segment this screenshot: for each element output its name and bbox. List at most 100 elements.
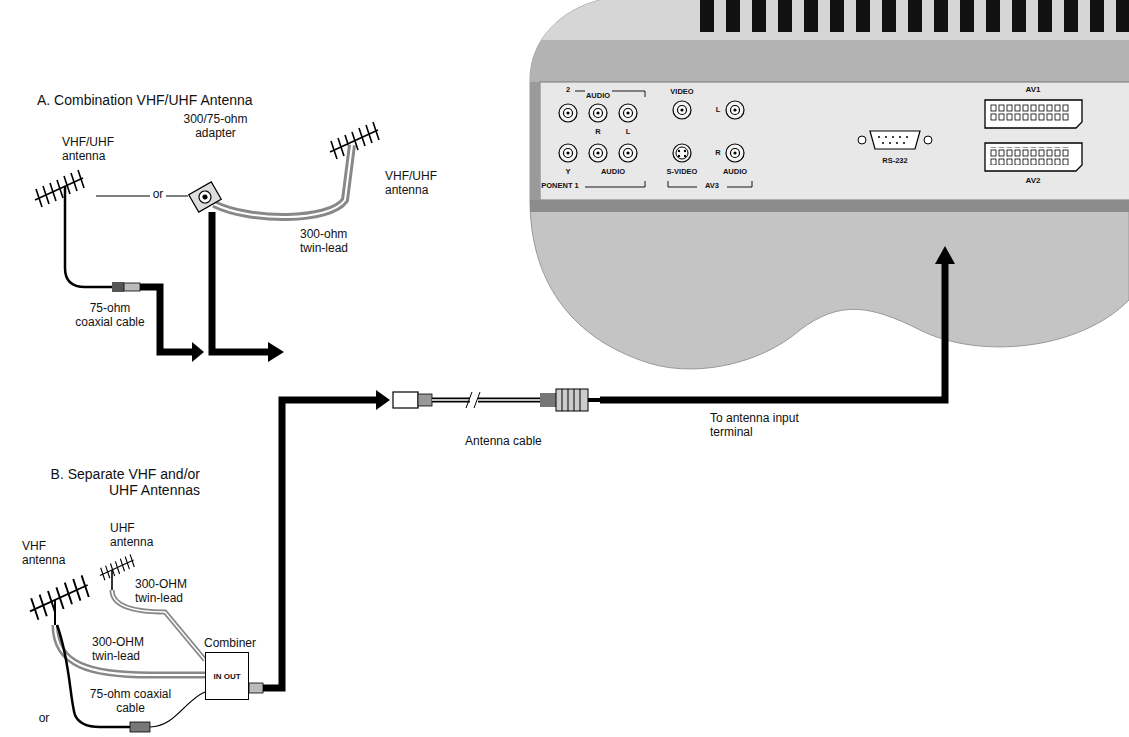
rca-jack — [589, 144, 607, 162]
flow-arrow — [140, 287, 194, 352]
antenna-cable — [393, 392, 418, 408]
port-label: RS-232 — [870, 157, 920, 166]
rs232-connector — [858, 131, 932, 149]
antenna-cable — [418, 394, 432, 406]
rca-jack — [559, 101, 744, 162]
vhf-antenna — [30, 575, 89, 625]
s-video-jack — [684, 155, 686, 157]
rs232-connector — [924, 136, 932, 144]
tv-rear-panel — [700, 0, 1129, 32]
rca-jack — [726, 144, 744, 162]
vhf-antenna — [54, 600, 56, 625]
antenna-cable — [540, 393, 556, 407]
adapter — [189, 182, 222, 212]
port-label: R — [712, 149, 724, 158]
note-label: To antenna input terminal — [710, 412, 830, 440]
s-video-jack — [676, 147, 688, 159]
coaxial-cable — [130, 722, 150, 732]
twin-lead — [214, 145, 352, 217]
s-video-jack — [684, 150, 686, 152]
s-video-jack — [678, 150, 680, 152]
antenna-cable — [393, 389, 600, 411]
flow-arrow — [263, 400, 378, 688]
twin-lead — [214, 145, 352, 217]
antenna-label: VHF antenna — [22, 540, 72, 568]
adapter — [189, 182, 222, 212]
rca-jack — [619, 104, 637, 122]
antenna-cable — [432, 398, 540, 403]
combiner-box: CombinerIN OUT — [205, 652, 249, 700]
antenna-cable — [432, 399, 540, 401]
port-label: AUDIO — [578, 92, 618, 101]
combiner-output — [249, 683, 263, 693]
flow-arrow — [212, 212, 270, 352]
port-label: AUDIO — [593, 168, 633, 177]
scart-connector — [985, 143, 1082, 171]
rca-jack — [589, 104, 607, 122]
flow-arrow — [600, 246, 955, 400]
port-label: S-VIDEO — [657, 168, 707, 177]
vhf-antenna — [30, 575, 89, 619]
cable-label: 75-ohm coaxial cable — [88, 688, 173, 716]
rs232-connector — [858, 136, 866, 144]
cable-label: Antenna cable — [465, 435, 565, 449]
port-label: PONENT 1 — [535, 182, 585, 191]
tv-rear-panel — [520, 0, 1129, 40]
uhf-antenna — [100, 554, 134, 590]
rca-jack — [726, 101, 744, 119]
cable-label: 300-OHM twin-lead — [92, 636, 167, 664]
tv-rear-panel — [520, 0, 1129, 369]
antenna-cable — [466, 392, 480, 408]
label-bracket — [585, 181, 645, 187]
vhf-uhf-antenna — [35, 170, 84, 207]
tv-rear-panel — [540, 82, 1129, 200]
rs232-connector — [870, 131, 920, 149]
antenna-label: UHF antenna — [110, 522, 160, 550]
antenna-label: VHF/UHF antenna — [385, 170, 445, 198]
port-label: AV1 — [1013, 85, 1053, 94]
adapter — [202, 194, 209, 201]
adapter — [197, 189, 213, 205]
flow-arrow — [600, 262, 945, 400]
flow-arrow — [140, 212, 284, 362]
rca-jack — [619, 144, 637, 162]
port-label: VIDEO — [662, 88, 702, 97]
tv-rear-panel — [520, 40, 1129, 82]
section-title: A. Combination VHF/UHF Antenna — [37, 92, 297, 108]
vhf-uhf-antenna — [112, 282, 124, 292]
s-video-jack — [678, 155, 680, 157]
rca-jack — [673, 101, 691, 119]
antenna-label: VHF/UHF antenna — [62, 136, 122, 164]
port-label: 2 — [562, 86, 574, 95]
tv-rear-panel — [520, 200, 1129, 212]
flow-arrow — [268, 342, 284, 362]
arrow-head — [376, 390, 390, 410]
port-label: AV2 — [1013, 176, 1053, 185]
antenna-cable — [556, 389, 588, 411]
or-line — [96, 195, 188, 196]
coaxial-cable — [57, 625, 205, 732]
vhf-uhf-antenna — [124, 283, 140, 291]
rs232-connector — [878, 137, 908, 143]
rca-jack — [559, 104, 577, 122]
scart-connector — [990, 104, 1070, 122]
tv-rear-panel — [520, 0, 1129, 212]
port-label: L — [712, 106, 724, 115]
s-video-jack — [673, 144, 691, 162]
uhf-antenna — [111, 570, 113, 590]
antenna-cable — [588, 398, 600, 402]
rca-jack — [559, 144, 577, 162]
adapter-label: 300/75-ohm adapter — [168, 113, 263, 141]
cable-label: 300-OHM twin-lead — [135, 578, 210, 606]
port-label: Y — [558, 168, 578, 177]
section-title: B. Separate VHF and/or UHF Antennas — [30, 466, 200, 498]
s-video-jack — [673, 144, 691, 162]
or-line — [96, 196, 188, 197]
vhf-uhf-antenna — [35, 170, 140, 292]
box-heading: Combiner — [204, 636, 256, 650]
port-label: AV3 — [697, 182, 727, 191]
flow-arrow — [249, 390, 390, 693]
tv-rear-panel — [520, 82, 540, 212]
scart-connector — [985, 100, 1082, 128]
